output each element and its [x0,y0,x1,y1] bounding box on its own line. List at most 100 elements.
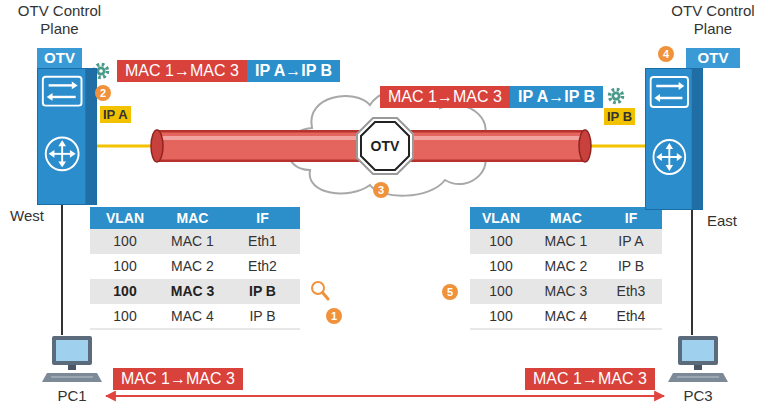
bar-label: OTV [43,48,76,68]
packet-header-field: MAC 1→MAC 3 [525,368,655,390]
gear-icon-part [610,90,623,103]
mac-table-right [470,207,662,329]
packet-header-field: IP A→IP B [510,86,603,108]
otv-tunnel [97,130,368,162]
table-cell: MAC 1 [160,229,225,254]
site-name: West [10,207,44,225]
table-cell: VLAN [470,207,532,229]
switch-icon-part [654,94,660,102]
pc-icon-part [668,373,728,382]
pc-icon-part [694,365,702,370]
pc-icon-part [42,373,102,382]
switch-icon-part [51,96,76,98]
switch-icon [646,69,702,209]
packet-header-field: MAC 1→MAC 3 [380,86,510,108]
table-cell: 100 [90,304,160,329]
table-cell: 100 [90,254,160,279]
mac-table-left-part [90,279,300,304]
tunnel-cap [151,130,163,162]
switch-icon-part [43,77,82,106]
table-cell: MAC 2 [160,254,225,279]
table-cell: Eth1 [225,229,300,254]
mac-table-right-part [470,254,662,279]
table-cell: IF [600,207,662,229]
table-cell: IP A [600,229,662,254]
table-cell: 100 [470,254,532,279]
pc-name: PC3 [668,387,728,405]
pc-icon-part [678,336,718,365]
table-cell: Eth4 [600,304,662,329]
switch-node: West [37,68,97,205]
tunnel-highlight [402,136,585,140]
switch-icon-part [651,77,688,107]
pc-icon-part [68,365,76,370]
ip-address-tag: IP B [604,108,635,125]
table-cell: MAC 1 [532,229,600,254]
plane-heading: OTV Control Plane [5,2,115,38]
table-cell: VLAN [90,207,160,229]
switch-icon-part [85,69,96,204]
pc-icon [668,335,728,383]
otv-tunnel [402,130,645,162]
pc-icon [42,335,102,383]
table-cell: MAC [532,207,600,229]
plane-heading: OTV Control Plane [658,2,768,38]
control-plane-bar: OTV Control PlaneOTV [686,48,740,68]
access-link [691,210,693,335]
tunnel-endpoint-link [585,145,645,148]
switch-icon-part [49,140,76,167]
pc-icon-part [56,340,88,361]
table-cell: IP B [225,304,300,329]
table-cell: MAC 4 [532,304,600,329]
table-cell: MAC [160,207,225,229]
mac-table-left-part [90,329,300,330]
access-link [61,205,63,335]
table-cell: IP B [600,254,662,279]
table-cell: MAC 2 [532,254,600,279]
mac-table-left [90,207,300,329]
table-cell: IF [225,207,300,229]
pc-name: PC1 [42,387,102,405]
tunnel-outline [402,130,585,162]
otv-cloud-node: OTV [356,117,414,175]
link-line [62,205,63,335]
table-cell: 100 [470,279,532,304]
mac-table-left-part [90,207,300,229]
callout-number: 1 [326,308,342,324]
mac-table-right-part [470,304,662,329]
callout-number: 4 [658,46,674,62]
link-line [106,396,664,397]
ip-address-tag: IP A [100,106,131,123]
pc-icon-part [677,377,719,378]
gear-icon [610,90,623,103]
switch-icon-part [653,140,685,174]
host-pc: PC3 [668,335,728,405]
table-cell: MAC 4 [160,304,225,329]
mac-table-right-part [470,207,662,229]
packet-header-field: MAC 1→MAC 3 [117,60,247,82]
magnifier-icon-part [323,293,329,300]
table-cell: 100 [90,229,160,254]
pc-icon-part [52,336,92,365]
switch-icon-part [692,69,702,209]
callout-number: 3 [373,182,389,198]
switch-icon-part [46,137,79,170]
site-name: East [707,212,737,230]
packet-header-field: MAC 1→MAC 3 [113,368,243,390]
pc-icon-part [51,377,93,378]
switch-icon [38,69,96,204]
table-cell: Eth3 [600,279,662,304]
packet-header-field: IP A→IP B [247,60,340,82]
tunnel-highlight [157,136,368,140]
table-cell: 100 [90,279,160,304]
gear-icon-part [612,92,621,101]
end-to-end-arrow [106,395,664,397]
link-line [692,210,693,335]
switch-icon-part [679,82,685,90]
control-plane-bar: OTV Control PlaneOTV [37,48,82,68]
switch-icon-part [658,97,682,100]
tunnel-cap [579,130,591,162]
table-cell: 100 [470,229,532,254]
mac-table-right-part [470,329,662,330]
